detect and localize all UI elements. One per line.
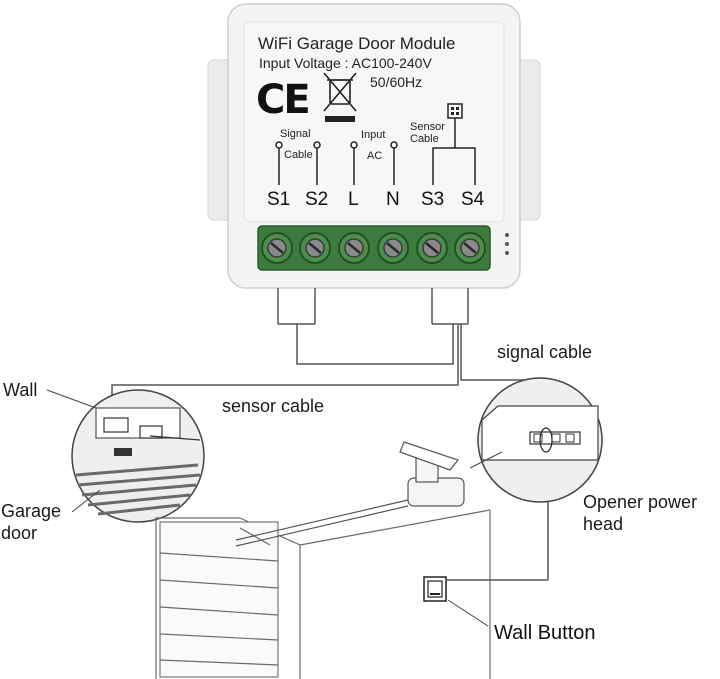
- terminal-screw[interactable]: [338, 232, 370, 264]
- sensor-cable-label: Cable: [410, 133, 439, 145]
- module-face: [243, 21, 505, 223]
- wall-label: Wall: [3, 380, 38, 400]
- module-title: WiFi Garage Door Module: [258, 34, 456, 53]
- status-dots: [505, 233, 509, 255]
- module-wiring-lines: [275, 118, 476, 185]
- input-label: Input: [361, 129, 386, 141]
- terminal-label-n: N: [386, 189, 400, 210]
- terminal-label-l: L: [348, 189, 359, 210]
- pointer-lines: [46, 389, 503, 627]
- terminal-screw[interactable]: [454, 232, 486, 264]
- signal-cable-label: signal cable: [497, 342, 593, 362]
- sensor-cable-label: sensor cable: [222, 396, 325, 416]
- sensor-label: Sensor: [410, 121, 445, 133]
- signal-label: Signal: [280, 128, 311, 140]
- terminal-label-s4: S4: [461, 189, 485, 210]
- garage-door-label-line2: door: [1, 523, 38, 543]
- terminal-label-s1: S1: [267, 189, 291, 210]
- sensor-connector-icon: [447, 103, 463, 119]
- terminal-screw[interactable]: [299, 232, 331, 264]
- module-frequency: 50/60Hz: [370, 74, 423, 90]
- input-ac-label: AC: [367, 150, 383, 162]
- signal-cable-label: Cable: [284, 149, 313, 161]
- wall-button-label: Wall Button: [494, 622, 596, 644]
- garage-opener-head: [235, 441, 465, 547]
- ce-mark: CE: [256, 77, 311, 123]
- garage-door-label: Garage: [1, 501, 62, 521]
- terminal-screw[interactable]: [377, 232, 409, 264]
- opener-zoom-circle: [477, 377, 603, 503]
- terminal-screw[interactable]: [416, 232, 448, 264]
- wall-button-icon[interactable]: [423, 576, 447, 602]
- module-voltage: Input Voltage : AC100-240V: [259, 55, 432, 71]
- weee-bin-icon: [323, 72, 357, 122]
- wall-zoom-circle: [71, 389, 205, 523]
- garage-room: [155, 509, 491, 679]
- opener-power-head-label: Opener power: [583, 492, 698, 512]
- terminal-label-s2: S2: [305, 189, 329, 210]
- terminal-screws: [261, 232, 486, 264]
- opener-power-head-label-line2: head: [583, 514, 624, 534]
- terminal-label-s3: S3: [421, 189, 445, 210]
- terminal-screw[interactable]: [261, 232, 293, 264]
